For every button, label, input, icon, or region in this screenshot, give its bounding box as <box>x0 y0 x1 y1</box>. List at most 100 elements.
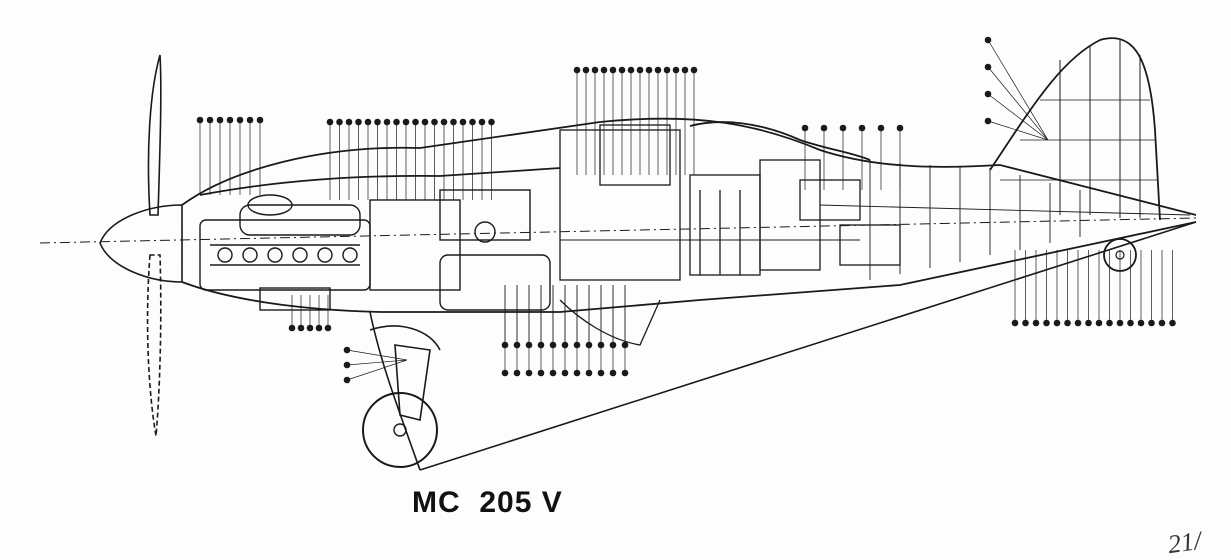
callout-marker <box>820 124 828 132</box>
callout-marker <box>654 66 662 74</box>
callout-marker <box>324 324 332 332</box>
callout-leader-line <box>346 349 408 361</box>
callout-marker <box>1022 319 1029 327</box>
callout-marker <box>288 324 296 332</box>
callout-leader-line <box>987 93 1049 141</box>
callout-marker <box>383 118 391 126</box>
callout-marker <box>196 116 204 124</box>
callout-marker <box>345 118 353 126</box>
callout-marker <box>236 116 244 124</box>
wing <box>369 221 1197 471</box>
callout-marker <box>1064 319 1071 327</box>
callout-marker <box>672 66 680 74</box>
callout-marker <box>573 369 581 377</box>
callout-marker <box>393 118 400 126</box>
callout-marker <box>374 118 381 126</box>
callout-marker <box>402 118 410 126</box>
callout-marker <box>450 118 457 126</box>
callout-marker <box>306 324 314 332</box>
cockpit <box>559 124 901 346</box>
callout-marker <box>459 118 467 126</box>
callout-marker <box>645 66 653 74</box>
callout-marker <box>1032 319 1040 327</box>
propeller-spinner <box>99 204 183 283</box>
callout-marker <box>525 369 533 377</box>
fuselage <box>39 117 1197 313</box>
propeller-blade-lower <box>146 254 162 437</box>
callout-marker <box>627 66 635 74</box>
tail-fin-outline <box>989 37 1161 221</box>
callout-marker <box>1148 319 1155 327</box>
page-mark: 21/ <box>1166 525 1204 560</box>
callout-marker <box>469 118 476 126</box>
callout-marker <box>1116 319 1124 327</box>
callout-marker <box>1137 319 1145 327</box>
callout-marker <box>355 118 362 126</box>
callout-marker <box>1011 319 1019 327</box>
canopy <box>689 121 871 161</box>
callout-marker <box>839 124 847 132</box>
wing-leading-edge <box>419 221 1197 471</box>
tail-fin <box>989 37 1161 272</box>
callout-marker <box>663 66 671 74</box>
callout-marker <box>896 124 904 132</box>
callout-marker <box>1085 319 1092 327</box>
callout-marker <box>609 66 617 74</box>
callout-marker <box>421 118 429 126</box>
callout-leader-line <box>987 66 1049 141</box>
callout-marker <box>1106 319 1113 327</box>
callout-marker <box>636 66 644 74</box>
callout-marker <box>877 124 885 132</box>
callout-leader-line <box>346 359 408 366</box>
callout-marker <box>690 66 698 74</box>
callout-marker <box>343 346 351 354</box>
callout-marker <box>549 369 557 377</box>
callout-marker <box>1127 319 1134 327</box>
engine-block <box>199 219 371 291</box>
callout-marker <box>1074 319 1082 327</box>
callout-marker <box>618 66 626 74</box>
propeller <box>99 54 183 437</box>
callout-leader-line <box>346 359 408 381</box>
callout-marker <box>206 116 214 124</box>
drawing-title: MC 205 V <box>412 486 563 519</box>
callout-marker <box>343 376 351 384</box>
callout-marker <box>1158 319 1166 327</box>
callout-marker <box>984 63 992 71</box>
callout-marker <box>1043 319 1050 327</box>
callout-leader-line <box>987 39 1049 141</box>
callout-marker <box>858 124 866 132</box>
callout-marker <box>609 369 617 377</box>
callout-marker <box>681 66 689 74</box>
callout-marker <box>984 90 992 98</box>
cowling-line <box>199 167 561 196</box>
callout-marker <box>501 369 509 377</box>
callout-marker <box>513 369 521 377</box>
callout-marker <box>537 369 545 377</box>
callout-marker <box>597 369 605 377</box>
callout-marker <box>591 66 599 74</box>
callout-marker <box>561 369 569 377</box>
fuselage-centerline <box>39 217 1197 244</box>
callout-marker <box>1169 319 1176 327</box>
engine <box>199 189 551 311</box>
callout-marker <box>621 369 629 377</box>
landing-gear <box>362 325 441 468</box>
callout-marker <box>1095 319 1103 327</box>
callout-marker <box>600 66 608 74</box>
callout-marker <box>1053 319 1061 327</box>
fuselage-upper-outline <box>181 117 1197 216</box>
callout-marker <box>431 118 438 126</box>
callout-marker <box>246 116 254 124</box>
callout-marker <box>226 116 234 124</box>
callout-marker <box>343 361 351 369</box>
callout-marker <box>573 66 581 74</box>
callout-marker <box>440 118 448 126</box>
callout-marker <box>364 118 372 126</box>
callout-marker <box>256 116 264 124</box>
callout-marker <box>984 117 992 125</box>
callout-marker <box>412 118 419 126</box>
callout-marker <box>478 118 486 126</box>
callout-marker <box>326 118 334 126</box>
